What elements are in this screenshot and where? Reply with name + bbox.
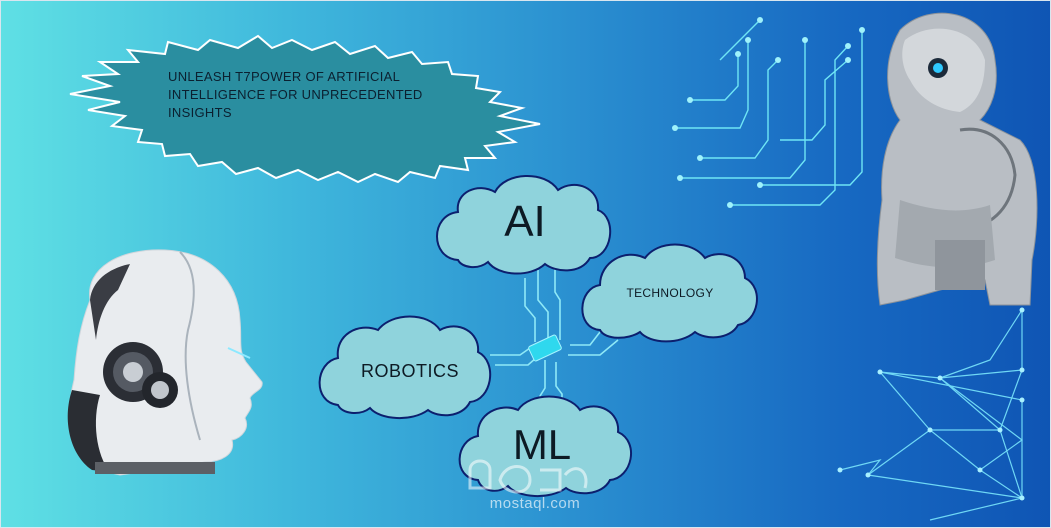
cloud-ai-shape: [436, 175, 612, 275]
cloud-label-ml: ML: [512, 421, 572, 468]
cloud-technology-tiny-mark: [659, 262, 689, 265]
robot-head-icon: [67, 249, 263, 476]
watermark-logo-icon: [468, 459, 588, 494]
circuit-traces: [675, 19, 863, 206]
cloud-technology-shape: [581, 243, 758, 343]
circuit-nodes: [672, 17, 865, 208]
watermark-text: mostaql.com: [489, 495, 581, 512]
humanoid-robot-icon: [876, 12, 1038, 306]
cloud-ml-shape: [458, 395, 633, 498]
cloud-label-robotics: ROBOTICS: [360, 361, 459, 381]
cloud-robotics-shape: [318, 315, 492, 420]
circuit-chip-icon: [490, 268, 619, 408]
starburst-banner-shape: [69, 34, 541, 184]
banner-headline: UNLEASH T7POWER OF ARTIFICIAL INTELLIGEN…: [168, 69, 423, 120]
network-mesh-nodes: [837, 307, 1025, 501]
network-mesh-icon: [839, 309, 1024, 521]
cloud-label-technology: TECHNOLOGY: [626, 286, 714, 300]
cloud-label-ai: AI: [504, 197, 546, 246]
chip-body: [528, 334, 562, 362]
